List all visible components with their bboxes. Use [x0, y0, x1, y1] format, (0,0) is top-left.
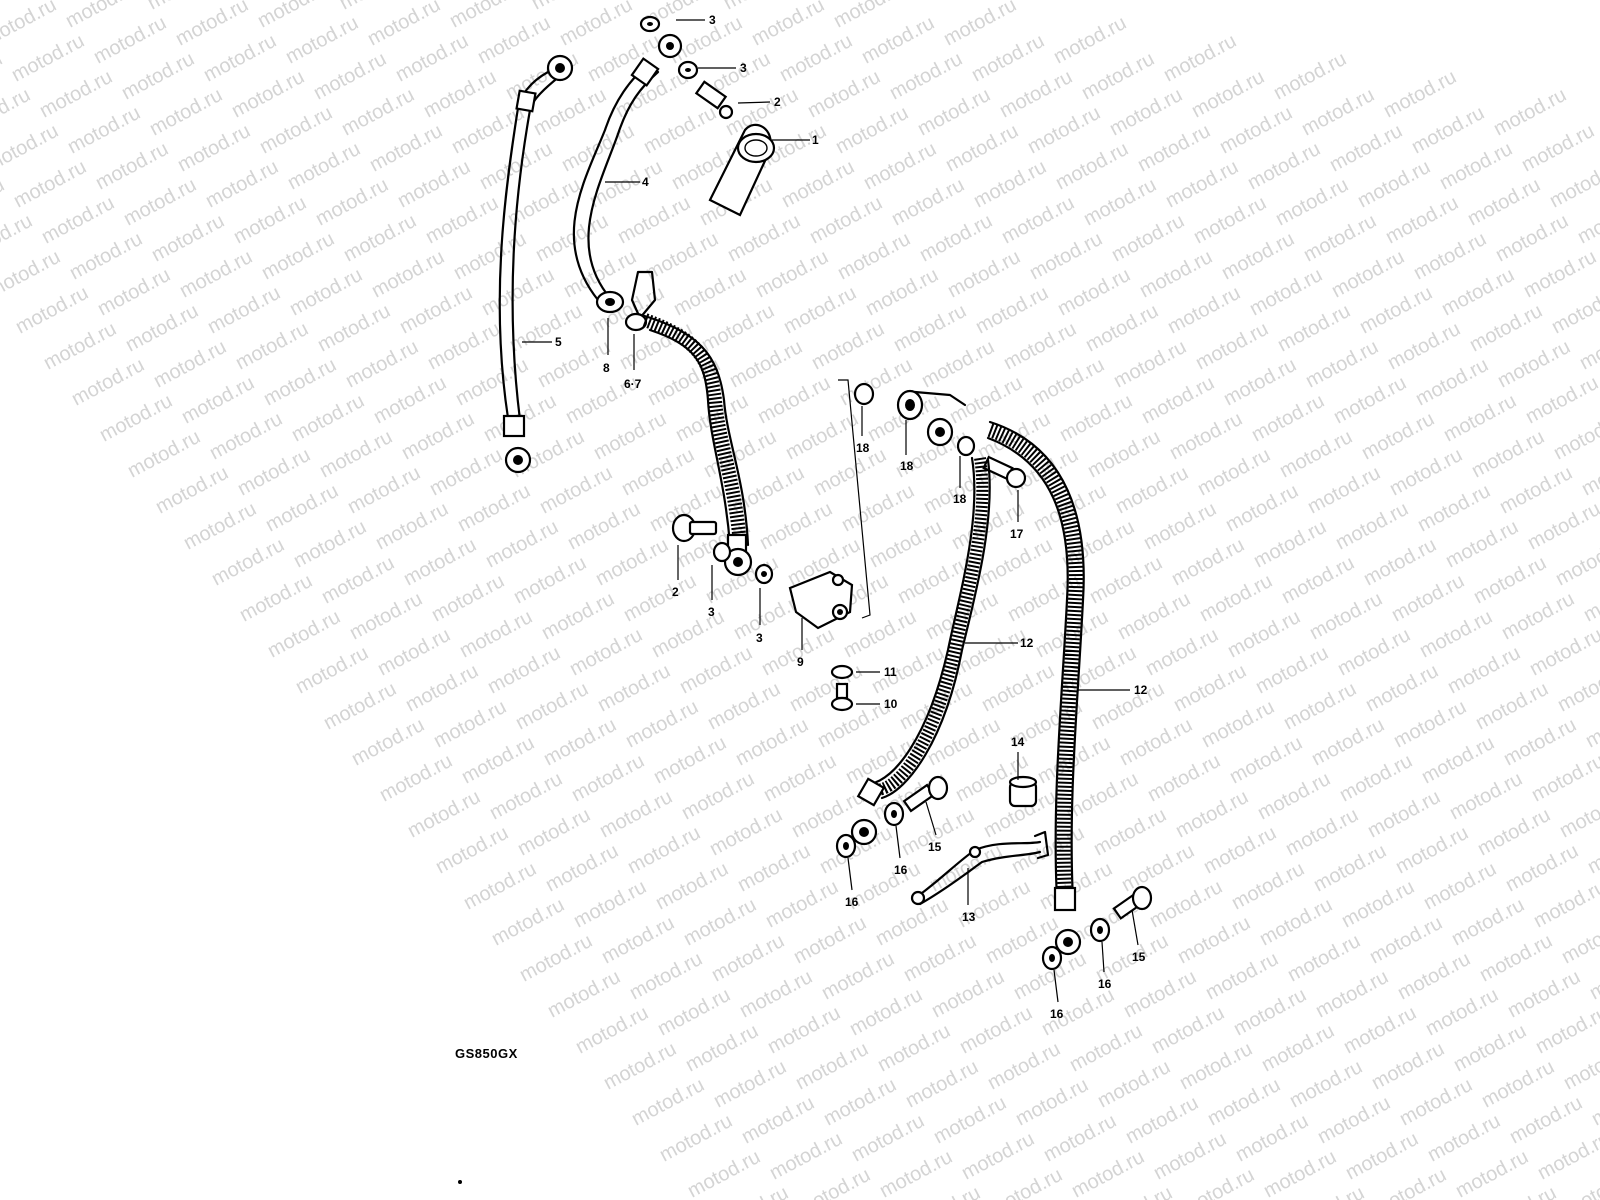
washer-3-middle-left [712, 541, 732, 563]
callout-3-middle-left: 3 [708, 605, 715, 619]
callout-18-middle: 18 [900, 459, 914, 473]
callout-labels: 3 3 2 1 4 5 8 6·7 2 3 3 9 11 10 18 18 18… [555, 13, 1148, 1021]
callout-11: 11 [884, 665, 897, 679]
banjo-bolt-2-top [694, 80, 734, 120]
callout-2-middle: 2 [672, 585, 679, 599]
bracket-13 [910, 830, 1050, 906]
assembly-bracket-line [838, 379, 871, 619]
callout-3-top: 3 [709, 13, 716, 27]
callout-4: 4 [642, 175, 649, 189]
brake-hose-5 [498, 54, 574, 474]
grommet-14 [1008, 775, 1038, 808]
banjo-bolt-2-middle [671, 513, 718, 543]
callout-16-b: 16 [894, 863, 908, 877]
washer-3-top [639, 15, 661, 33]
washer-16-d [1041, 945, 1063, 971]
washer-3-middle-right [754, 563, 774, 585]
washer-18-small [956, 435, 976, 457]
grommet-8 [595, 290, 625, 314]
washer-3-second [677, 60, 699, 80]
brake-hose-4 [572, 33, 683, 302]
brake-hose-12-right [986, 420, 1085, 956]
callout-17: 17 [1010, 527, 1024, 541]
callout-14: 14 [1011, 735, 1025, 749]
bolt-10 [830, 682, 854, 712]
callout-16-a: 16 [845, 895, 859, 909]
washer-16-a [835, 833, 857, 859]
callout-1: 1 [812, 133, 819, 147]
bolt-15-left [902, 775, 949, 813]
callout-3-second: 3 [740, 61, 747, 75]
callout-3-middle-right: 3 [756, 631, 763, 645]
callout-18-right: 18 [953, 492, 967, 506]
callout-12-right: 12 [1134, 683, 1148, 697]
leader-lines [522, 19, 1139, 1003]
callout-5: 5 [555, 335, 562, 349]
washer-11 [830, 664, 854, 680]
bolt-17 [982, 455, 1027, 489]
callout-9: 9 [797, 655, 804, 669]
bolt-15-right [1112, 885, 1153, 920]
callout-16-d: 16 [1050, 1007, 1064, 1021]
union-18-middle [896, 389, 967, 421]
callout-13: 13 [962, 910, 976, 924]
callout-6-7: 6·7 [624, 377, 642, 391]
callout-15-left: 15 [928, 840, 942, 854]
callout-18-left: 18 [856, 441, 870, 455]
callout-12-left: 12 [1020, 636, 1034, 650]
callout-15-right: 15 [1132, 950, 1146, 964]
brake-hose-12-left [850, 456, 991, 846]
stray-dot [458, 1180, 462, 1184]
washer-16-c [1089, 917, 1111, 943]
callout-2-top: 2 [774, 95, 781, 109]
callout-10: 10 [884, 697, 898, 711]
washer-16-b [883, 801, 905, 827]
model-label: GS850GX [455, 1046, 518, 1061]
brake-hose-center-reinforced [636, 312, 753, 577]
callout-8: 8 [603, 361, 610, 375]
three-way-joint-9 [788, 570, 854, 630]
union-18-right [926, 417, 954, 447]
callout-16-c: 16 [1098, 977, 1112, 991]
cap-1 [708, 123, 776, 217]
washer-18-left [853, 382, 875, 406]
